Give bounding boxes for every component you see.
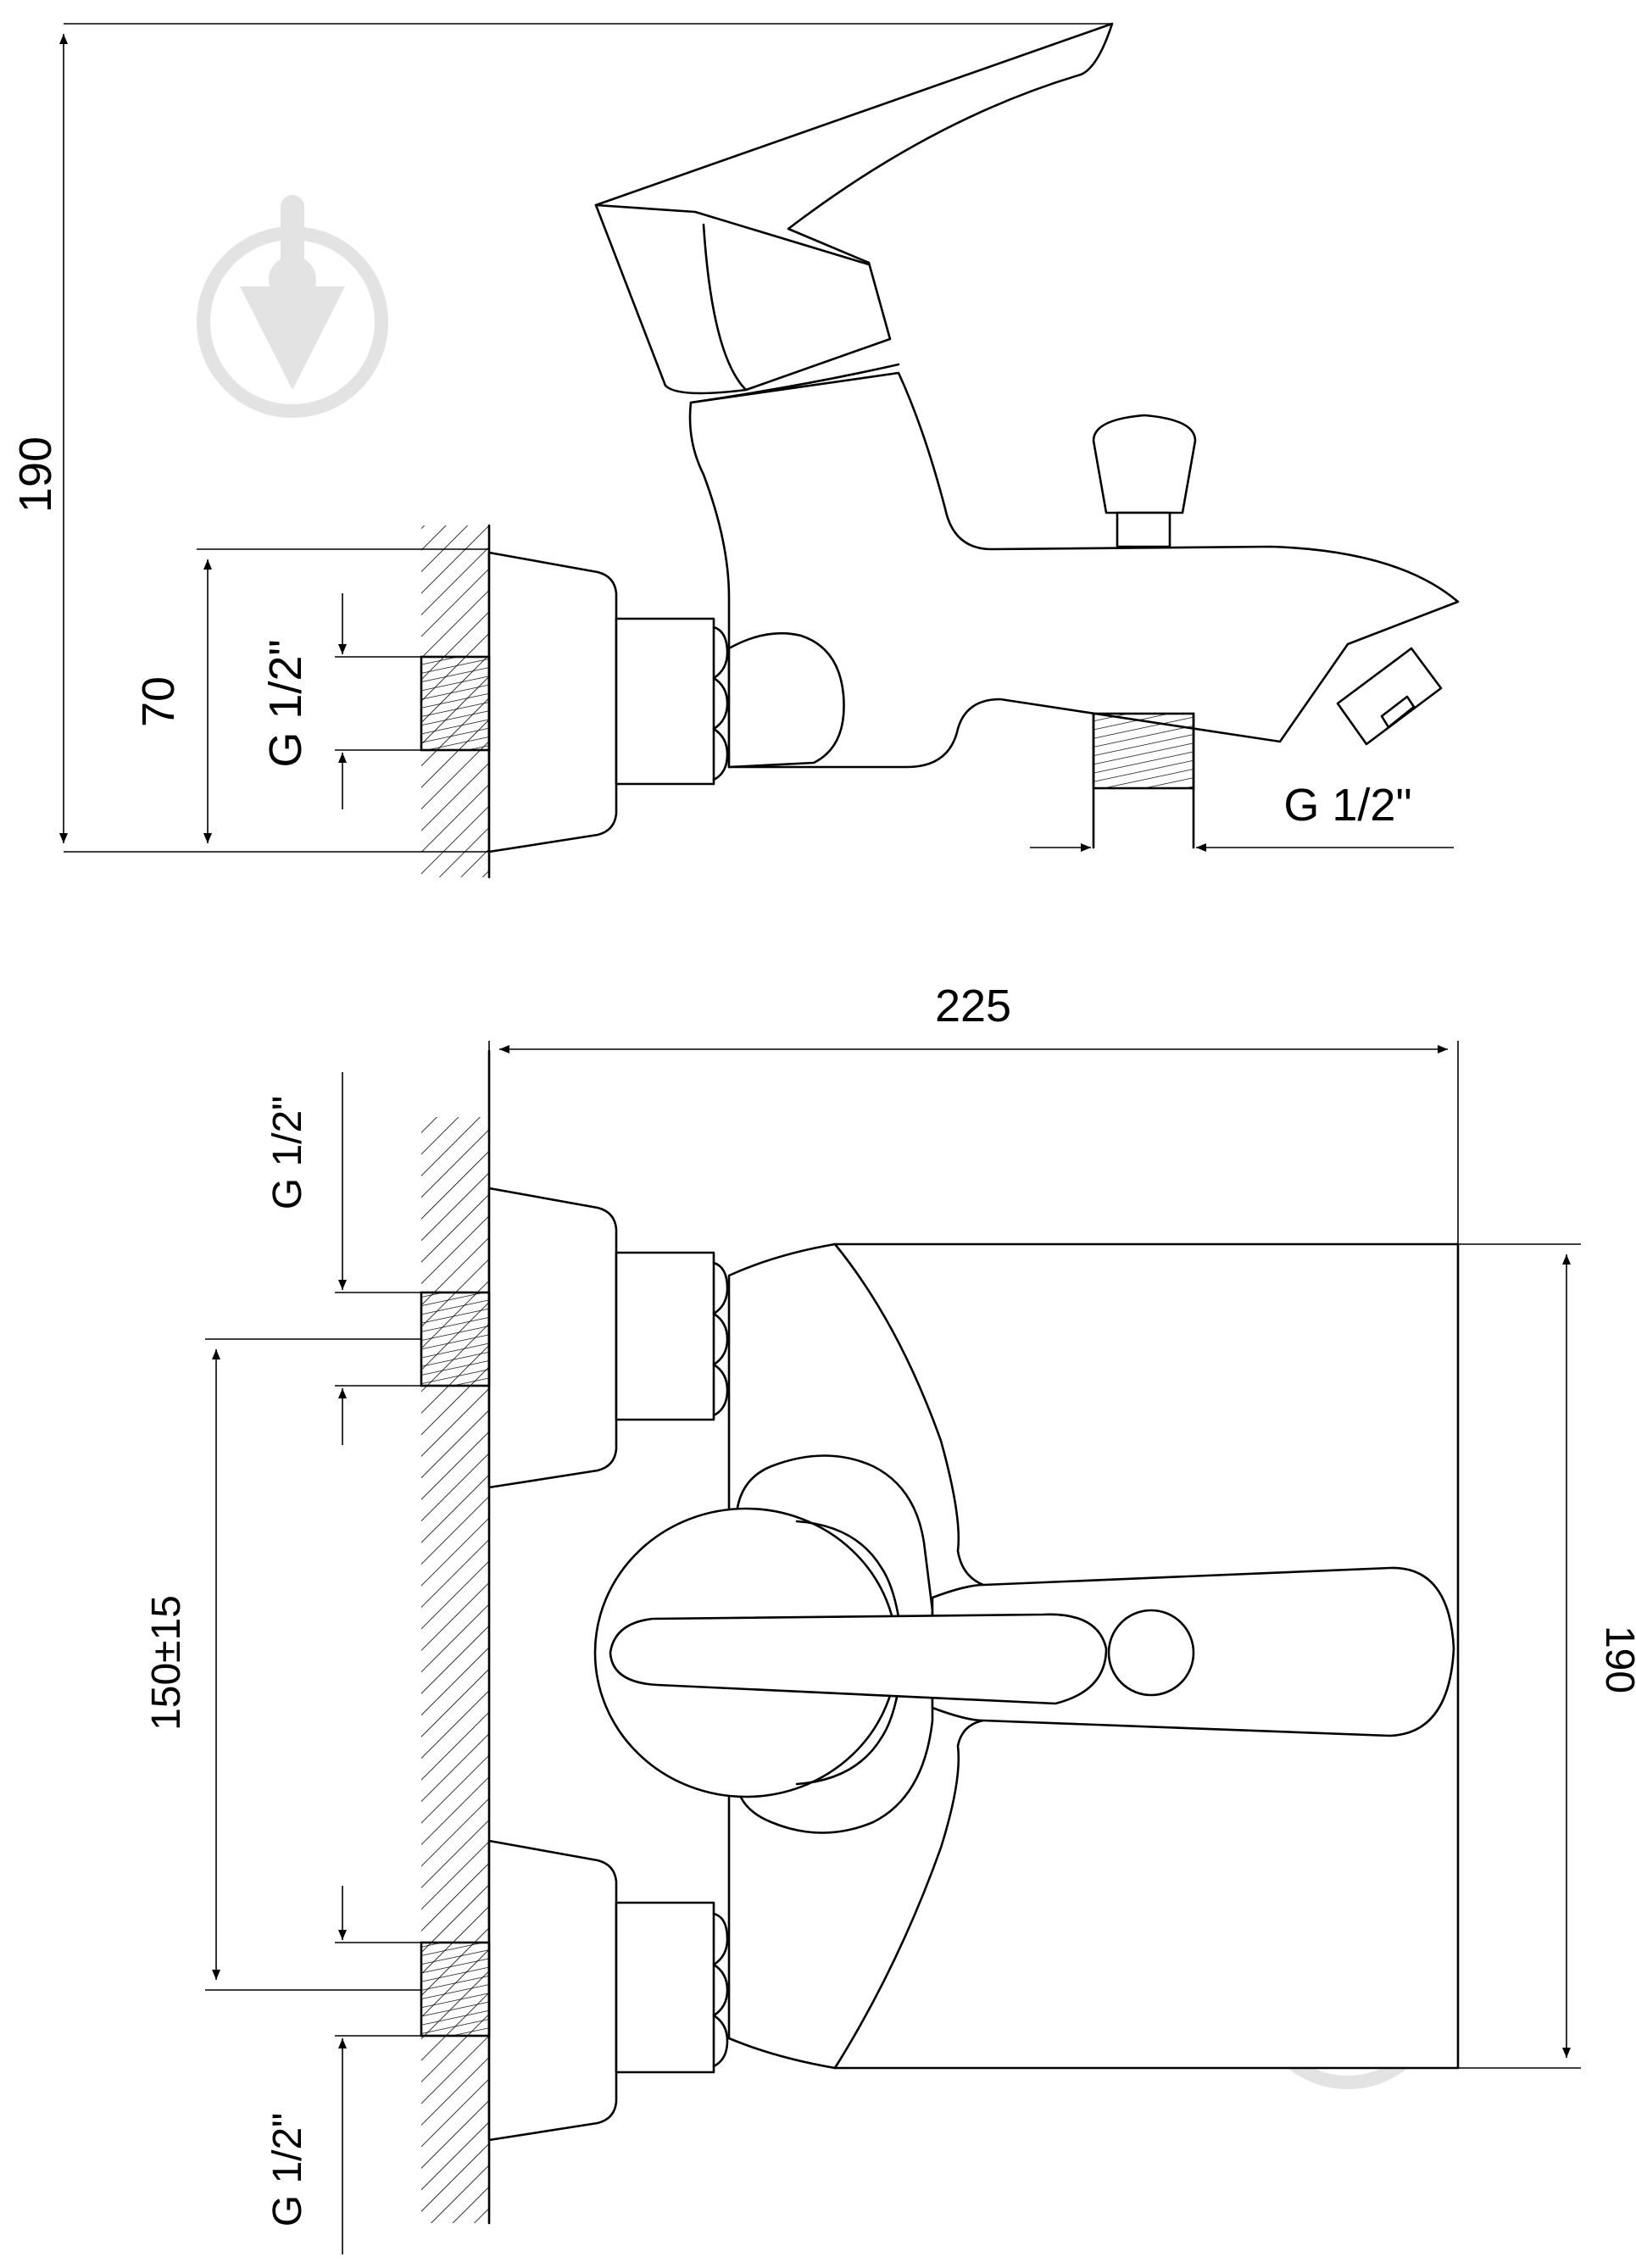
- lever-pivot: [1107, 1609, 1195, 1697]
- lever-handle: [594, 22, 1114, 395]
- dim-front-width: 225: [935, 981, 1011, 1031]
- dim-front-body-height: 190: [1597, 1626, 1636, 1693]
- dim-upper-inlet-thread: G 1/2": [265, 1096, 310, 1209]
- lower-eccentric-nut: [615, 1901, 715, 2074]
- shower-outlet-thread: [1092, 712, 1195, 790]
- dim-centre-distance: 150±15: [144, 1595, 189, 1731]
- dim-spout-thread: G 1/2": [1283, 780, 1411, 831]
- diverter-knob: [1092, 414, 1197, 514]
- side-view: 190 70 G 1/2" G 1/2": [10, 22, 1460, 879]
- spout-aerator: [1336, 647, 1443, 746]
- upper-inlet-thread: [420, 1291, 491, 1387]
- lower-wall-flange: [487, 1839, 618, 2142]
- upper-eccentric-nut: [615, 1251, 715, 1421]
- wall-flange: [487, 551, 618, 853]
- body-cap: [727, 631, 845, 769]
- dim-total-height: 190: [10, 436, 61, 513]
- inlet-thread: [420, 655, 491, 752]
- dim-inlet-thread: G 1/2": [260, 639, 311, 767]
- front-view: 225 190 G 1/2" 150±15 G 1/2": [144, 981, 1636, 2254]
- lower-inlet-thread: [420, 1941, 491, 2037]
- lever-handle-front: [609, 1613, 1108, 1705]
- dim-lower-inlet-thread: G 1/2": [265, 2113, 310, 2226]
- dim-outlet-height: 70: [133, 676, 184, 727]
- upper-wall-flange: [487, 1187, 618, 1489]
- watermark-logo-icon: [197, 195, 388, 418]
- eccentric-nut: [615, 617, 715, 786]
- wall-hatch: [421, 1117, 489, 2223]
- mixer-body: [688, 371, 1460, 769]
